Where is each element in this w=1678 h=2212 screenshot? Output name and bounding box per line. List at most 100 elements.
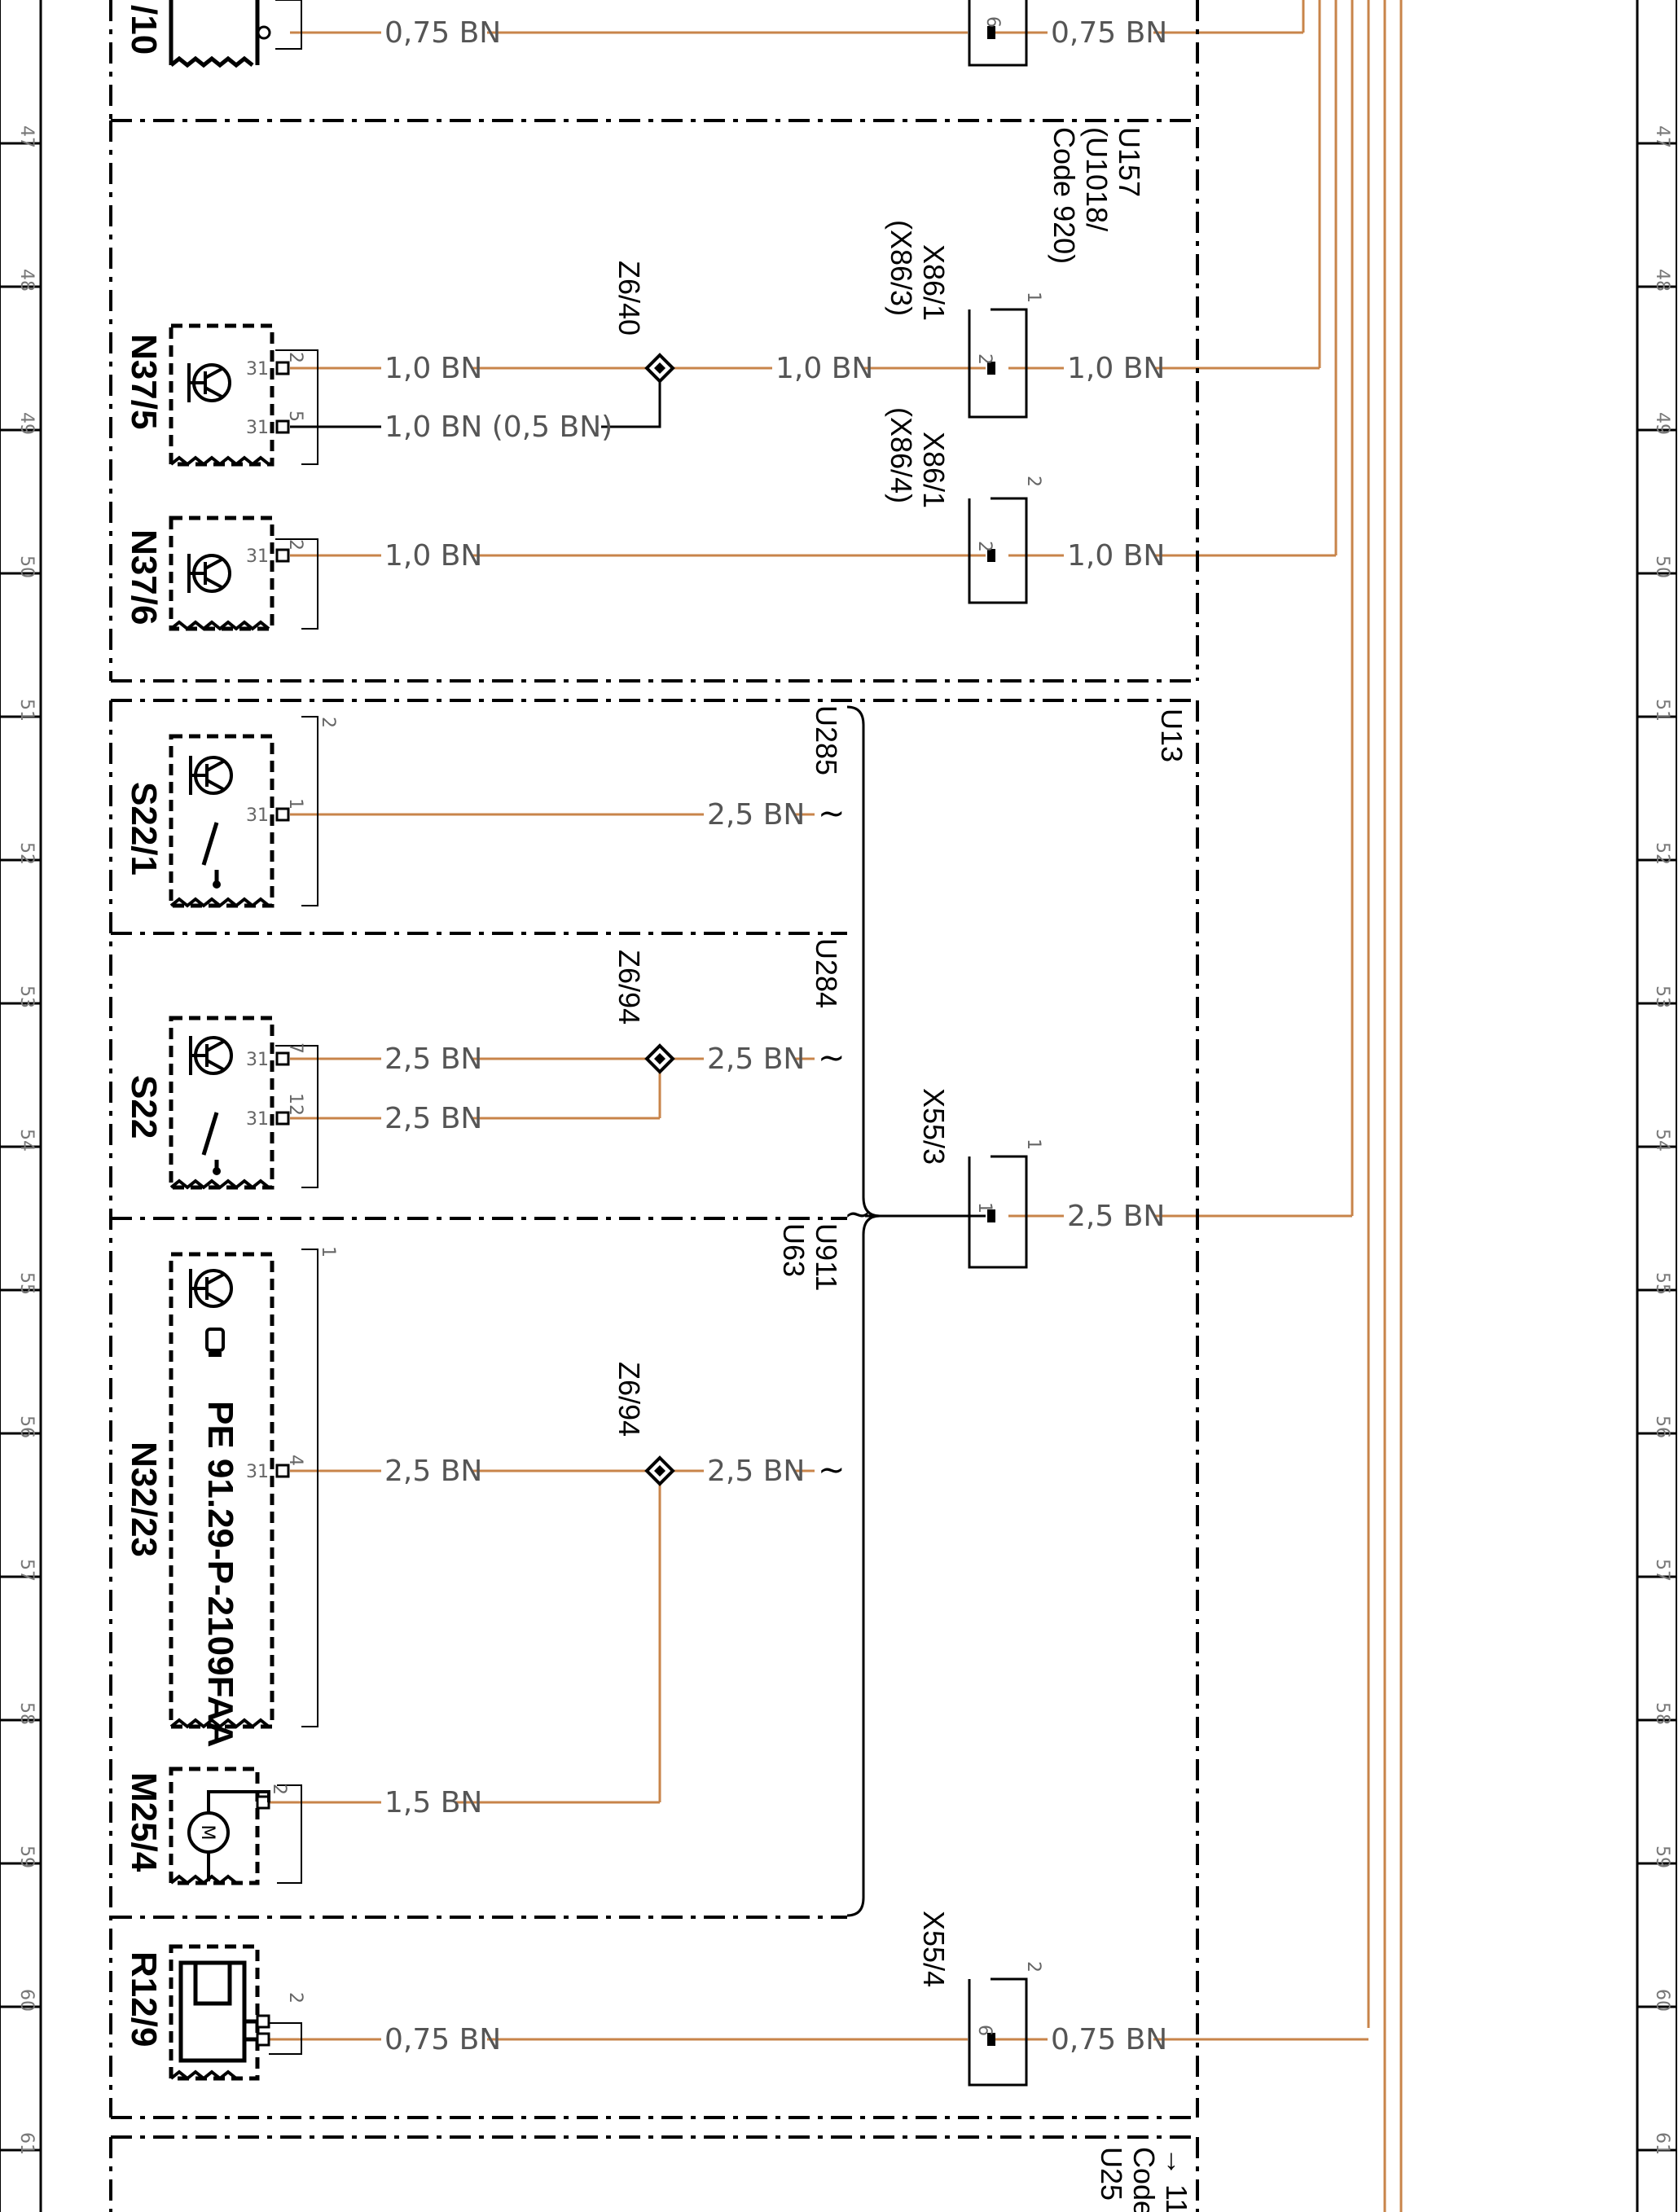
pe-reference: PE 91.29-P-2109FAA (200, 1401, 240, 1748)
zone-label-code: Code (1127, 2147, 1161, 2212)
pin-terminal-ring (257, 25, 271, 40)
pin-number: 2 (285, 1992, 305, 2004)
connector-label-x55-3: X55/3 (917, 1088, 951, 1165)
splice-diamond-icon (645, 353, 674, 383)
component-label-r12-9: R12/9 (124, 1951, 164, 2047)
wire-label: 2,5 BN (707, 1042, 805, 1076)
switch-icon (201, 1112, 219, 1170)
zone-label-u25: U25 (1095, 2147, 1128, 2201)
row-number-left: 47 (16, 125, 37, 148)
component-label-m25-4: M25/4 (124, 1772, 164, 1872)
pin-number: 2 (285, 539, 305, 551)
pin-number: 31 (246, 359, 269, 380)
wire-label: 1,0 BN (1067, 539, 1165, 573)
row-number-right: 60 (1652, 1989, 1672, 2012)
pin-number: 2 (269, 1784, 289, 1795)
row-number-left: 55 (16, 1272, 37, 1295)
black-wires (290, 381, 986, 1218)
row-number-right: 59 (1652, 1846, 1672, 1868)
zone-label-u13: U13 (1155, 709, 1188, 762)
row-number-left: 56 (16, 1415, 37, 1438)
wire-label: 1,0 BN (775, 352, 873, 385)
wire-label: 2,5 BN (707, 1455, 805, 1488)
zone-label-code-920: Code 920) (1048, 127, 1081, 264)
switch-contact-icon (213, 880, 221, 889)
row-number-left: 50 (16, 555, 37, 578)
row-number-left: 58 (16, 1702, 37, 1725)
connector-label-x86-3: (X86/3) (885, 220, 918, 316)
switch-contact-icon (213, 1167, 221, 1175)
row-number-right: 47 (1652, 125, 1672, 148)
row-number-left: 61 (16, 2132, 37, 2155)
ground-transistor-icon (187, 362, 231, 404)
row-number-left: 51 (16, 699, 37, 722)
row-number-right: 51 (1652, 699, 1672, 722)
row-number-right: 58 (1652, 1702, 1672, 1725)
row-number-left: 53 (16, 985, 37, 1008)
pin-number: 2 (974, 353, 995, 365)
pin-number: 1 (1023, 292, 1043, 303)
connector-label-x86-1: X86/1 (917, 244, 951, 321)
row-number-right: 55 (1652, 1272, 1672, 1295)
top-component (169, 0, 260, 68)
wire-label: 2,5 BN (384, 1455, 482, 1488)
wire-label: 0,75 BN (384, 2023, 501, 2056)
wire-label: 1,0 BN (384, 539, 482, 573)
pin-number: 1 (1023, 1139, 1043, 1150)
row-number-left: 60 (16, 1989, 37, 2012)
connector-label-x55-4: X55/4 (917, 1911, 951, 1987)
row-number-left: 59 (16, 1846, 37, 1868)
ground-transistor-icon (189, 754, 233, 797)
left-ruler (0, 0, 42, 2212)
wire-label: 2,5 BN (1067, 1200, 1165, 1233)
pin-number: 31 (246, 1050, 269, 1070)
pin-number: 5 (285, 410, 305, 422)
wire-label: 2,5 BN (384, 1042, 482, 1076)
component-label: /10 (124, 5, 164, 55)
pin-housings (269, 0, 318, 2055)
zone-label-u285: U285 (810, 705, 843, 775)
splice-diamond-icon (645, 1456, 674, 1486)
connector-pins (987, 26, 995, 2046)
pin-number: 2 (1023, 1961, 1043, 1973)
wire-label: 1,0 BN (384, 352, 482, 385)
pin-number: 31 (246, 1462, 269, 1482)
pin-number: 1 (318, 1246, 338, 1257)
pin-number: 2 (1023, 476, 1043, 487)
component-label-n32-23: N32/23 (124, 1442, 164, 1557)
pin-number: 31 (246, 1109, 269, 1130)
row-number-right: 53 (1652, 985, 1672, 1008)
wire-label: 0,75 BN (1051, 16, 1167, 50)
component-label-n37-5: N37/5 (124, 334, 164, 429)
row-number-left: 54 (16, 1129, 37, 1152)
row-number-right: 49 (1652, 412, 1672, 435)
wire-label: 1,0 BN (0,5 BN) (384, 410, 613, 444)
svg-text:M: M (197, 1825, 217, 1841)
zone-label-u284: U284 (810, 938, 843, 1008)
pin-number: 1 (974, 1202, 995, 1214)
ground-transistor-icon (187, 552, 231, 595)
resistor-icon (178, 1960, 257, 2063)
right-ruler (1636, 0, 1677, 2212)
connector-label-x86-1: X86/1 (917, 432, 951, 508)
splice-diamond-icon (645, 1044, 674, 1073)
row-number-left: 49 (16, 412, 37, 435)
svg-text:~: ~ (818, 1451, 846, 1489)
splice-label-z6-40: Z6/40 (613, 261, 646, 336)
row-number-right: 48 (1652, 269, 1672, 292)
component-label-n37-6: N37/6 (124, 529, 164, 625)
wire-label: 1,5 BN (384, 1786, 482, 1819)
splice-label-z6-94: Z6/94 (613, 950, 646, 1025)
wire-label: 0,75 BN (1051, 2023, 1167, 2056)
row-number-right: 54 (1652, 1129, 1672, 1152)
pin-number: 31 (246, 418, 269, 438)
row-number-right: 57 (1652, 1559, 1672, 1582)
row-number-right: 52 (1652, 842, 1672, 865)
continuation-marks: ~ ~ ~ ~ (818, 795, 872, 1489)
pin-number: 2 (974, 541, 995, 552)
motor-icon: M (187, 1790, 270, 1881)
zone-frames (109, 0, 1199, 2212)
pin-number: 12 (285, 1093, 305, 1116)
zone-label-u63: U63 (777, 1223, 810, 1277)
component-label-s22-1: S22/1 (124, 782, 164, 876)
